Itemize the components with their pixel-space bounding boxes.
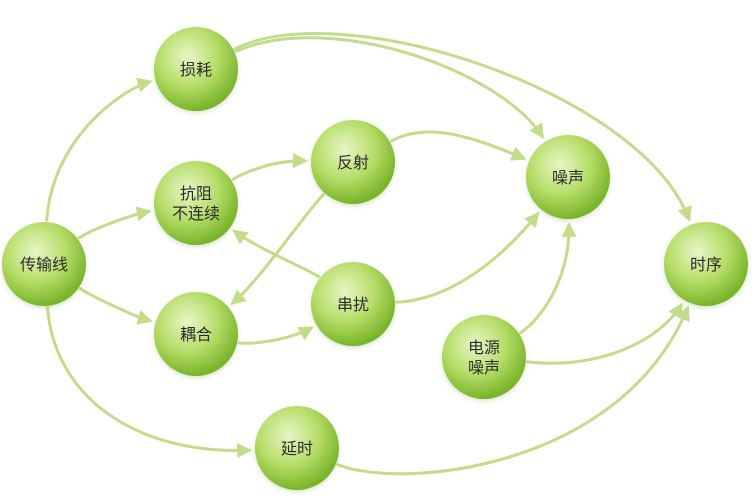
node-label-impedance_discontinuity: 抗阻 bbox=[180, 184, 212, 203]
node-label-power_noise: 电源 bbox=[468, 338, 500, 357]
node-label-crosstalk: 串扰 bbox=[337, 295, 369, 314]
node-label-power_noise: 噪声 bbox=[468, 358, 500, 377]
node-noise: 噪声 bbox=[526, 135, 610, 219]
edge-power_noise-to-timing bbox=[526, 302, 683, 365]
node-circle-loss bbox=[154, 27, 238, 111]
edge-loss-to-noise bbox=[234, 36, 544, 140]
edge-power_noise-to-noise bbox=[519, 221, 577, 335]
edge-transmission_line-to-delay bbox=[46, 306, 253, 459]
node-label-reflection: 反射 bbox=[337, 153, 369, 172]
node-coupling: 耦合 bbox=[154, 292, 238, 376]
edge-coupling-to-crosstalk bbox=[237, 326, 314, 345]
node-circle-reflection bbox=[311, 120, 395, 204]
node-label-impedance_discontinuity: 不连续 bbox=[172, 204, 220, 223]
node-label-loss: 损耗 bbox=[180, 60, 212, 79]
edge-transmission_line-to-loss bbox=[45, 77, 153, 222]
node-circle-noise bbox=[526, 135, 610, 219]
node-label-timing: 时序 bbox=[690, 255, 722, 274]
edge-transmission_line-to-coupling bbox=[78, 287, 153, 325]
node-label-coupling: 耦合 bbox=[180, 325, 212, 344]
node-label-transmission_line: 传输线 bbox=[20, 255, 68, 274]
edge-reflection-to-coupling bbox=[230, 192, 325, 305]
node-reflection: 反射 bbox=[311, 120, 395, 204]
edge-transmission_line-to-impedance_discontinuity bbox=[77, 206, 152, 240]
edge-crosstalk-to-noise bbox=[395, 211, 540, 304]
node-circle-crosstalk bbox=[311, 262, 395, 346]
node-circle-timing bbox=[664, 222, 748, 306]
edge-reflection-to-noise bbox=[390, 130, 527, 161]
edge-crosstalk-to-impedance_discontinuity bbox=[232, 229, 320, 279]
edge-delay-to-timing bbox=[336, 305, 690, 476]
node-circle-coupling bbox=[154, 292, 238, 376]
node-transmission_line: 传输线 bbox=[2, 222, 86, 306]
edge-loss-to-timing bbox=[233, 32, 692, 222]
node-circle-transmission_line bbox=[2, 222, 86, 306]
node-timing: 时序 bbox=[664, 222, 748, 306]
node-label-noise: 噪声 bbox=[552, 168, 584, 187]
node-circle-impedance_discontinuity bbox=[154, 161, 238, 245]
node-crosstalk: 串扰 bbox=[311, 262, 395, 346]
node-circle-power_noise bbox=[442, 315, 526, 399]
node-label-delay: 延时 bbox=[281, 439, 313, 458]
edges-layer bbox=[45, 32, 692, 476]
node-circle-delay bbox=[255, 406, 339, 490]
edge-impedance_discontinuity-to-reflection bbox=[231, 153, 309, 181]
node-loss: 损耗 bbox=[154, 27, 238, 111]
node-delay: 延时 bbox=[255, 406, 339, 490]
